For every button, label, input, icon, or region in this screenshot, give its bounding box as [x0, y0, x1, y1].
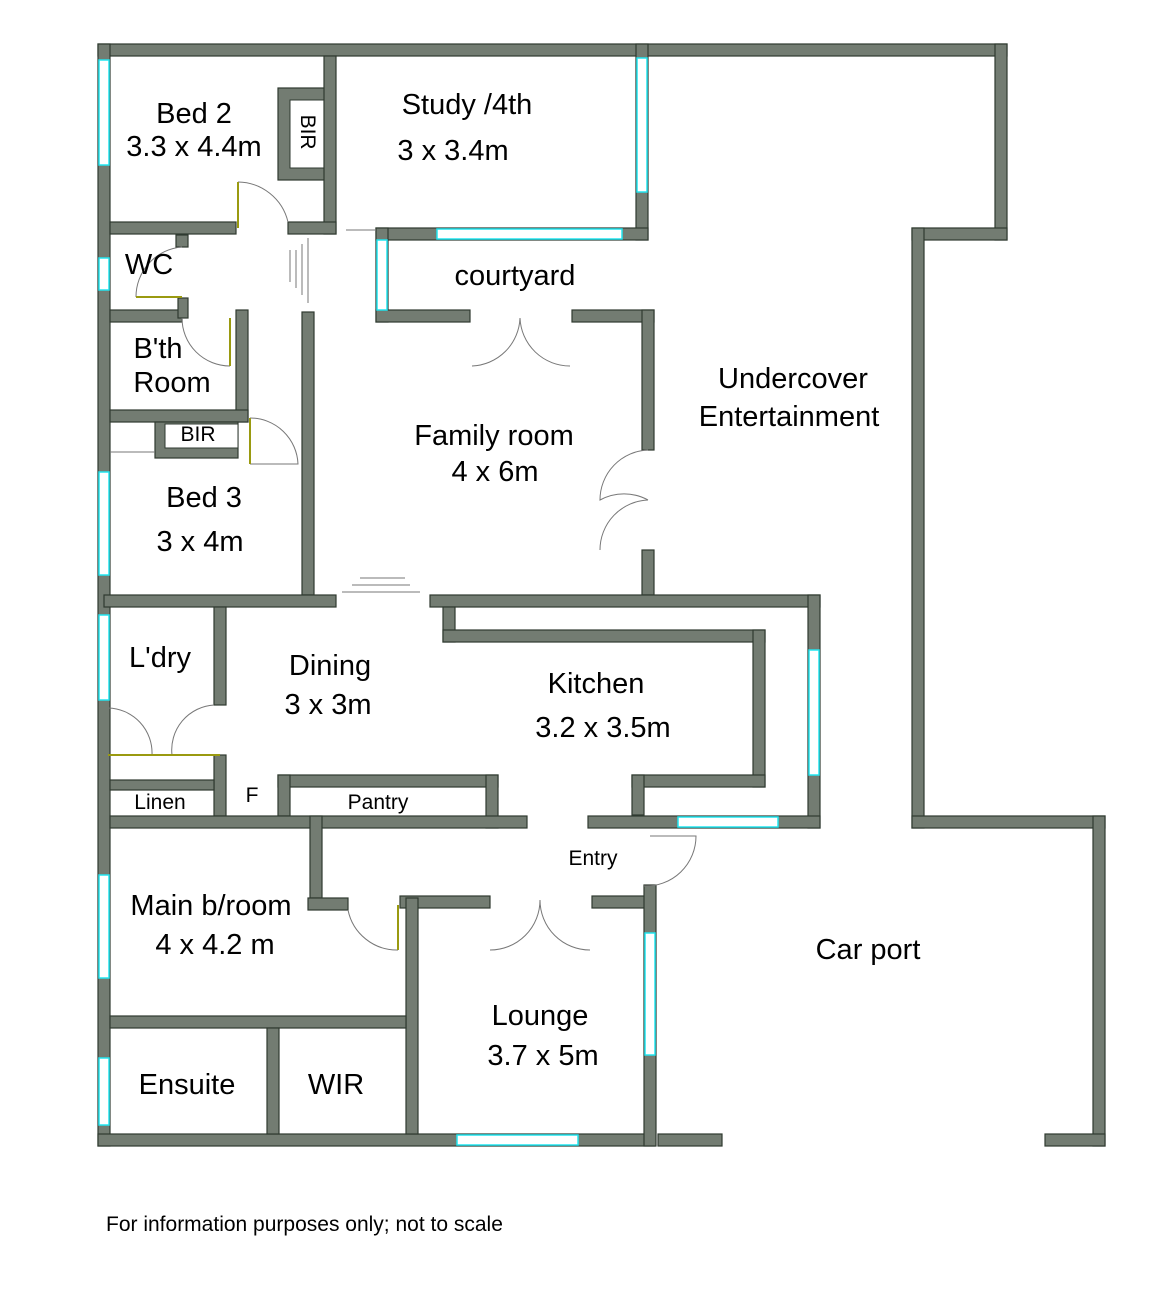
study-name: Study /4th	[401, 89, 533, 121]
wc-label: WC	[124, 249, 174, 281]
doors	[107, 181, 697, 951]
bed2-size: 3.3 x 4.4m	[126, 131, 262, 163]
undercover-line2: Entertainment	[698, 401, 880, 433]
dining-name: Dining	[288, 650, 372, 682]
linen-label: Linen	[134, 791, 186, 814]
fridge-label: F	[245, 784, 259, 807]
windows	[98, 57, 820, 1146]
carport-label: Car port	[815, 934, 921, 966]
main-bedroom-size: 4 x 4.2 m	[155, 929, 275, 961]
bir1-label: BIR	[296, 114, 320, 150]
courtyard-label: courtyard	[454, 260, 576, 292]
pantry-label: Pantry	[347, 791, 409, 814]
main-bedroom-name: Main b/room	[130, 890, 292, 922]
lounge-size: 3.7 x 5m	[487, 1040, 599, 1072]
kitchen-size: 3.2 x 3.5m	[535, 712, 671, 744]
family-size: 4 x 6m	[451, 456, 539, 488]
disclaimer-note: For information purposes only; not to sc…	[106, 1213, 503, 1236]
entry-label: Entry	[568, 847, 618, 870]
walls	[97, 43, 1106, 1147]
bed3-name: Bed 3	[166, 482, 242, 514]
bed3-size: 3 x 4m	[156, 526, 244, 558]
bir2-label: BIR	[180, 423, 216, 446]
bathroom-line2: Room	[133, 367, 211, 399]
family-name: Family room	[414, 420, 574, 452]
lounge-name: Lounge	[491, 1000, 589, 1032]
kitchen-name: Kitchen	[547, 668, 645, 700]
wir-label: WIR	[307, 1069, 365, 1101]
bed2-name: Bed 2	[156, 98, 232, 130]
dining-size: 3 x 3m	[284, 689, 372, 721]
undercover-line1: Undercover	[718, 363, 868, 395]
ensuite-label: Ensuite	[138, 1069, 236, 1101]
study-size: 3 x 3.4m	[397, 135, 509, 167]
bathroom-line1: B'th	[133, 333, 183, 365]
laundry-label: L'dry	[129, 642, 191, 674]
